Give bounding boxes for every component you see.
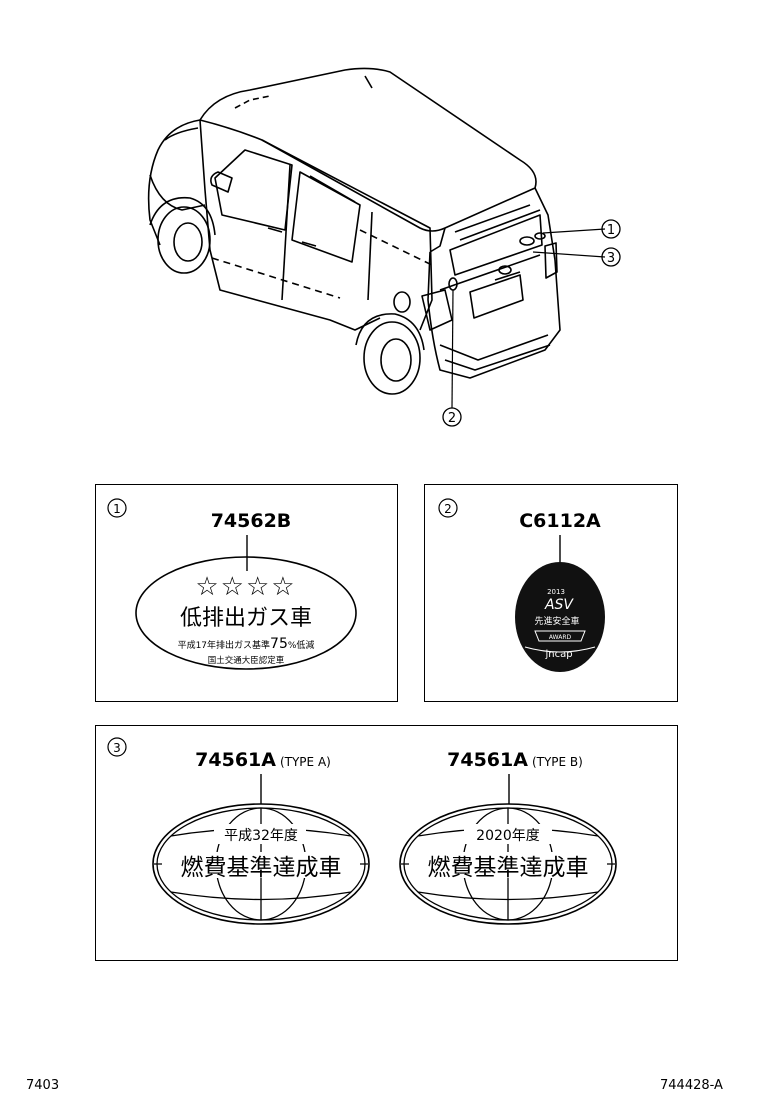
vehicle-roof <box>199 67 537 232</box>
asv-mark: ASV <box>544 597 574 613</box>
asv-award: AWARD <box>549 634 572 641</box>
low-emission-sticker <box>135 556 357 670</box>
part-number-74561A-type-a: 74561A <box>195 749 276 771</box>
svg-text:3: 3 <box>607 251 615 266</box>
footer-left-code: 7403 <box>26 1078 60 1093</box>
type-b-top-text: 2020年度 <box>476 828 540 844</box>
asv-org: jncap <box>544 649 572 660</box>
footer-right-code: 744428-A <box>660 1078 723 1093</box>
part-number-74561A-type-b: 74561A <box>447 749 528 771</box>
asv-sticker <box>515 562 605 672</box>
type-a-label: (TYPE A) <box>280 755 331 769</box>
front-wheel <box>157 206 211 274</box>
sticker-sub-prefix: 平成17年排出ガス基準 <box>178 639 270 651</box>
panel-1-number-label: 1 <box>113 502 121 516</box>
licence-plate <box>469 274 524 319</box>
svg-text:74561A(TYPE B): 74561A (TYPE B) <box>447 749 583 771</box>
type-b-label: (TYPE B) <box>532 755 583 769</box>
svg-text:74561A(TYPE A): 74561A (TYPE A) <box>195 749 331 771</box>
asv-text-jp: 先進安全車 <box>534 615 579 627</box>
part-number-C6112A: C6112A <box>519 510 601 532</box>
rear-wheel <box>363 321 421 395</box>
type-b-main-text: 燃費基準達成車 <box>428 855 589 881</box>
sticker-stars: ☆☆☆☆ <box>195 572 296 602</box>
sticker-main-text: 低排出ガス車 <box>180 606 312 631</box>
asv-year: 2013 <box>547 588 565 596</box>
svg-text:2: 2 <box>448 411 456 426</box>
vehicle-side <box>199 119 381 331</box>
panel-3-number-label: 3 <box>113 741 121 755</box>
sticker-sub-suffix: %低減 <box>288 639 315 651</box>
type-a-top-text: 平成32年度 <box>224 828 298 844</box>
sticker-sub-value: 75 <box>270 636 288 652</box>
svg-text:平成17年排出ガス基準75%低減: 平成17年排出ガス基準75%低減 <box>178 636 315 652</box>
label-panel-3: 3 74561A (TYPE A) 平成32年度 燃費基準達成車 74561A (T… <box>95 725 678 961</box>
vehicle-illustration: ① 1 3 2 <box>147 67 621 427</box>
type-a-main-text: 燃費基準達成車 <box>181 855 342 881</box>
sticker-sub-line2: 国土交通大臣認定車 <box>208 655 285 666</box>
label-panel-1: 1 74562B ☆☆☆☆ 低排出ガス車 平成17年排出ガス基準75%低減 国土… <box>95 484 398 702</box>
part-number-74562B: 74562B <box>211 510 292 532</box>
svg-text:1: 1 <box>607 223 615 238</box>
panel-2-number-label: 2 <box>444 502 452 516</box>
label-panel-2: 2 C6112A 2013 ASV 先進安全車 AWARD jncap <box>424 484 678 702</box>
